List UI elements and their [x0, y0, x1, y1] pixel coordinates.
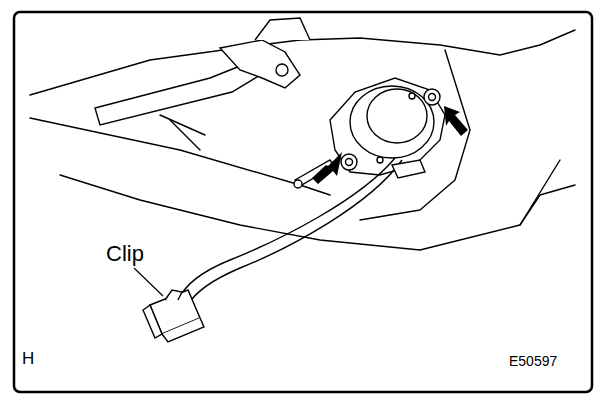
sensor [294, 78, 445, 188]
suspension-arm [95, 18, 310, 125]
connector [143, 290, 204, 342]
figure-code: E50597 [509, 354, 557, 368]
arrow [312, 106, 468, 184]
part-label: Clip [106, 243, 144, 265]
leader-line [134, 268, 163, 296]
frame [14, 12, 592, 392]
body-panels [30, 30, 575, 250]
view-letter: H [22, 350, 34, 367]
wire-harness [178, 158, 425, 305]
